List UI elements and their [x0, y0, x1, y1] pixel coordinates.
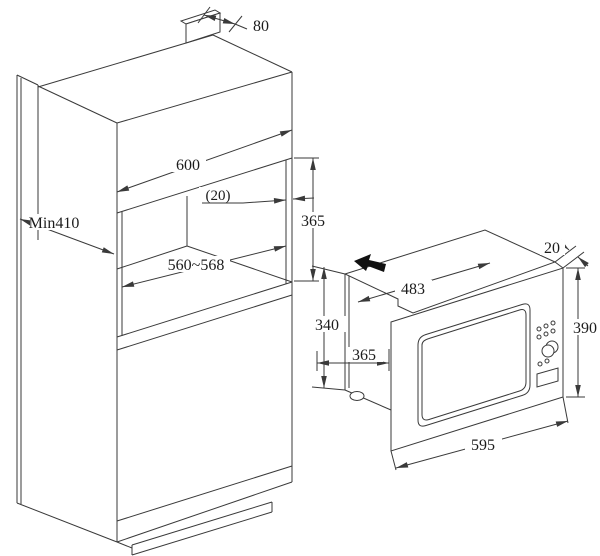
dim-trim-edge [554, 239, 589, 269]
dim-label-trim-edge: 20 [544, 240, 560, 257]
dim-label-body-depth: 365 [352, 347, 376, 364]
dim-label-body-height: 340 [315, 317, 339, 334]
control-knob [541, 340, 559, 358]
cabinet-facade [116, 72, 293, 543]
dim-label-body-width: 483 [401, 281, 425, 298]
dim-body-depth [316, 349, 390, 371]
dim-label-interior-width: 560~568 [168, 257, 225, 274]
niche-opening [116, 157, 293, 338]
dim-vent-depth [197, 6, 248, 33]
dim-label-cabinet-depth: Min410 [29, 215, 80, 232]
control-panel [536, 320, 559, 388]
cabinet-left-wall [16, 74, 118, 543]
dimension-labels: 80 600 (20) 365 560~568 Min410 483 20 34… [29, 18, 600, 454]
dim-label-front-width: 595 [471, 437, 495, 454]
dim-label-facade-width: 600 [176, 157, 200, 174]
microwave-door-window [417, 303, 531, 427]
cabinet-drawing [16, 6, 319, 556]
vent-spacer-panel [179, 9, 222, 44]
dim-label-front-height: 390 [573, 320, 597, 337]
cabinet-door-panel [116, 294, 293, 522]
cabinet-plinth [116, 501, 273, 556]
control-buttons [536, 320, 556, 367]
dim-label-niche-height: 365 [301, 213, 325, 230]
dim-label-side-gap: (20) [206, 188, 231, 204]
dim-label-vent-depth: 80 [253, 18, 269, 35]
display-window [536, 367, 559, 388]
leveling-foot [349, 391, 365, 401]
cabinet-top-face [37, 34, 293, 124]
